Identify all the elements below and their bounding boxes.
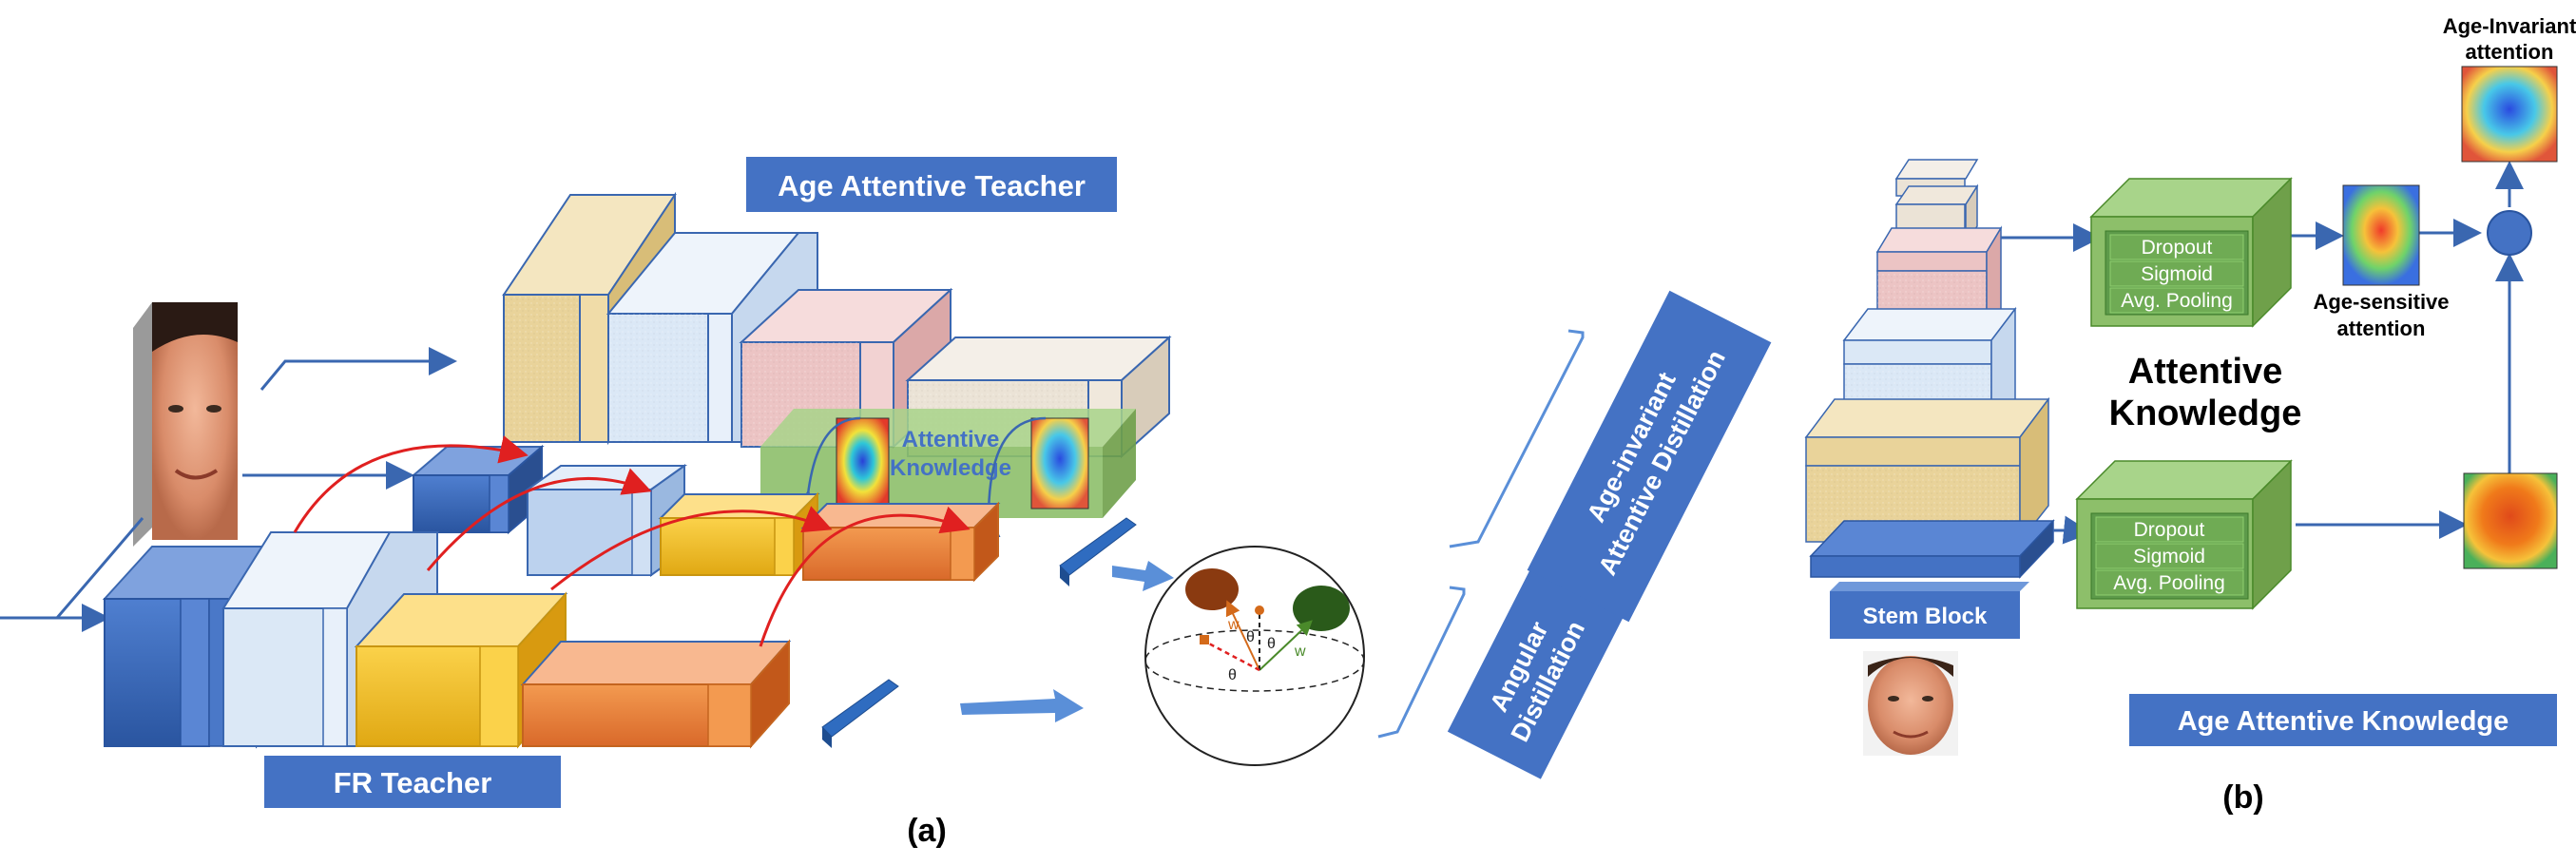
caption-b: (b) — [2222, 779, 2263, 816]
input-face-image — [133, 302, 238, 547]
caption-a: (a) — [907, 813, 947, 849]
upper-box-sigmoid: Sigmoid — [2141, 263, 2213, 285]
sphere-theta-right: θ — [1267, 636, 1276, 652]
sphere-w-right: w — [1294, 644, 1306, 660]
age-attentive-knowledge-banner: Age Attentive Knowledge — [2129, 694, 2557, 746]
age-sensitive-label-1: Age-sensitive — [2313, 290, 2449, 314]
upper-box-avgpool: Avg. Pooling — [2121, 290, 2233, 312]
svg-text:Age Attentive Knowledge: Age Attentive Knowledge — [2178, 706, 2509, 737]
lower-box-dropout: Dropout — [2134, 519, 2205, 541]
stem-block-label: Stem Block — [1863, 604, 1988, 629]
angular-sphere: w w θ θ θ — [1144, 546, 1365, 766]
lower-box-sigmoid: Sigmoid — [2133, 546, 2205, 567]
age-sensitive-attention-map — [2342, 184, 2420, 286]
panel-b-input-face — [1863, 651, 1958, 756]
age-invariant-attention-map — [2461, 66, 2558, 163]
brackets — [1377, 329, 1585, 739]
attentive-knowledge-b1: Attentive — [2128, 352, 2283, 392]
feature-vector-upper — [1059, 517, 1137, 586]
fr-block-orange — [520, 639, 792, 749]
svg-text:Age Attentive Teacher: Age Attentive Teacher — [778, 169, 1086, 202]
stem-block: Stem Block — [1830, 582, 2029, 639]
fr-teacher-banner: FR Teacher — [264, 756, 561, 808]
attentive-knowledge-b2: Knowledge — [2109, 394, 2302, 433]
attentive-knowledge-label-a1: Attentive — [902, 427, 1000, 452]
cluster-right — [1293, 586, 1350, 631]
sphere-theta-bottom: θ — [1228, 667, 1237, 683]
mid-block-yellow — [658, 491, 820, 578]
lower-green-box: Dropout Sigmoid Avg. Pooling — [2075, 459, 2293, 610]
attention-map-2 — [1030, 417, 1089, 509]
age-invariant-label-2: attention — [2466, 40, 2554, 64]
upper-box-dropout: Dropout — [2142, 237, 2213, 259]
panel-b-arrows — [2001, 161, 2524, 545]
combine-node — [2487, 210, 2532, 256]
feature-vector-lower — [821, 679, 899, 748]
block-arrows-to-sphere — [960, 561, 1174, 722]
age-invariant-distillation-label: Age-invariant Attentive Distillation — [1527, 290, 1772, 623]
teacher-block-lightblue — [606, 232, 818, 443]
upper-green-box: Dropout Sigmoid Avg. Pooling — [2089, 177, 2293, 328]
cluster-left — [1185, 568, 1239, 610]
lower-attention-map — [2463, 472, 2558, 569]
input-arrows — [0, 347, 457, 632]
attention-map-1 — [836, 417, 890, 505]
pyramid-stack — [1804, 159, 2055, 579]
red-distill-arrows — [293, 435, 971, 647]
sphere-w-left: w — [1227, 617, 1240, 633]
sphere-theta-center: θ — [1246, 629, 1255, 645]
lower-box-avgpool: Avg. Pooling — [2113, 572, 2225, 594]
age-attentive-teacher-banner: Age Attentive Teacher — [746, 157, 1117, 212]
age-invariant-label-1: Age-Invariant — [2443, 14, 2576, 38]
age-sensitive-label-2: attention — [2337, 317, 2426, 340]
fr-block-yellow — [354, 591, 568, 749]
svg-text:FR Teacher: FR Teacher — [334, 766, 492, 799]
